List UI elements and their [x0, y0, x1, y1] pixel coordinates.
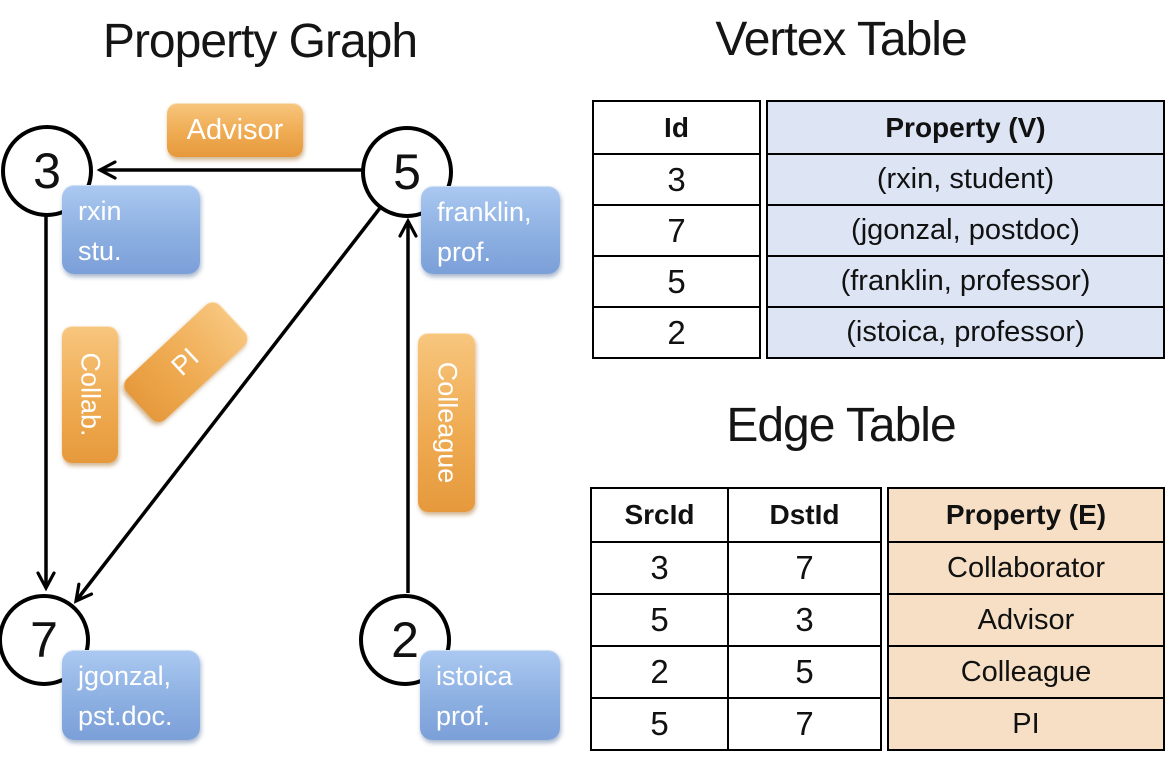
- table-cell: (jgonzal, postdoc): [768, 204, 1163, 255]
- vertex-property-line: prof.: [436, 701, 491, 731]
- vertex-table-id-header: Id: [664, 111, 689, 143]
- table-cell: 2: [650, 653, 669, 690]
- vertex-property-line: jgonzal,: [78, 661, 172, 691]
- table-cell: 3: [650, 549, 669, 586]
- vertex-property-line: pst.doc.: [78, 701, 173, 731]
- edge-table-srcid-header: SrcId: [624, 499, 695, 530]
- table-cell: Colleague: [889, 645, 1163, 697]
- vertex-table-title: Vertex Table: [715, 13, 967, 66]
- edge-label-text: Collab.: [75, 352, 106, 437]
- table-cell: (rxin, student): [768, 153, 1163, 204]
- edge-label-text: PI: [166, 341, 206, 382]
- table-cell: 7: [594, 204, 759, 255]
- vertex-circle-5: 5: [361, 126, 453, 218]
- edge-label-colleague: Colleague: [418, 333, 475, 512]
- edge-label-collab: Collab.: [62, 326, 118, 463]
- edge-label-text: Advisor: [186, 113, 284, 146]
- table-cell: 3: [594, 153, 759, 204]
- table-cell: 3: [727, 595, 880, 645]
- table-cell: 5: [594, 255, 759, 306]
- vertex-property-box-franklin: franklin, prof.: [421, 186, 560, 274]
- vertex-id-label: 7: [30, 612, 58, 668]
- edge-label-advisor: Advisor: [167, 103, 303, 157]
- table-cell: 2: [594, 306, 759, 357]
- table-cell: Advisor: [889, 593, 1163, 645]
- graph-edges-layer: [36, 160, 418, 604]
- edge-label-text: Colleague: [432, 361, 462, 484]
- vertex-property-line: istoica: [436, 661, 513, 691]
- vertex-id-label: 2: [391, 612, 419, 668]
- table-cell: 5: [650, 601, 669, 638]
- vertex-property-line: prof.: [437, 237, 492, 267]
- vertex-property-line: rxin: [78, 196, 122, 226]
- table-cell: PI: [889, 697, 1163, 749]
- vertex-property-line: stu.: [78, 236, 122, 266]
- property-graph-title: Property Graph: [102, 15, 418, 68]
- table-cell: 7: [727, 699, 880, 749]
- table-cell: 7: [727, 543, 880, 593]
- table-cell: (franklin, professor): [768, 255, 1163, 306]
- vertex-id-label: 3: [33, 143, 61, 199]
- edge-table-id-columns: SrcId DstId 3 7 5 3 2 5 5 7: [590, 487, 882, 751]
- vertex-table-property-column: Property (V) (rxin, student) (jgonzal, p…: [766, 100, 1165, 359]
- vertex-property-box-istoica: istoica prof.: [420, 650, 560, 740]
- vertex-property-box-rxin: rxin stu.: [62, 185, 200, 274]
- vertex-property-box-jgonzal: jgonzal, pst.doc.: [62, 650, 200, 740]
- vertex-id-label: 5: [393, 144, 421, 200]
- table-cell: (istoica, professor): [768, 306, 1163, 357]
- table-cell: 5: [650, 705, 669, 742]
- vertex-property-line: franklin,: [437, 197, 532, 227]
- edge-table-property-header: Property (E): [945, 499, 1107, 530]
- vertex-circle-2: 2: [359, 594, 451, 686]
- edge-table-property-column: Property (E) Collaborator Advisor Collea…: [887, 487, 1165, 751]
- table-cell: 5: [727, 647, 880, 697]
- vertex-table-property-header: Property (V): [885, 111, 1046, 143]
- table-cell: Collaborator: [889, 541, 1163, 593]
- edge-table-dstid-header: DstId: [727, 489, 880, 541]
- edge-pi-5-to-7: [73, 206, 382, 604]
- edge-table-title: Edge Table: [726, 399, 956, 452]
- vertex-table-id-column: Id 3 7 5 2: [592, 100, 761, 359]
